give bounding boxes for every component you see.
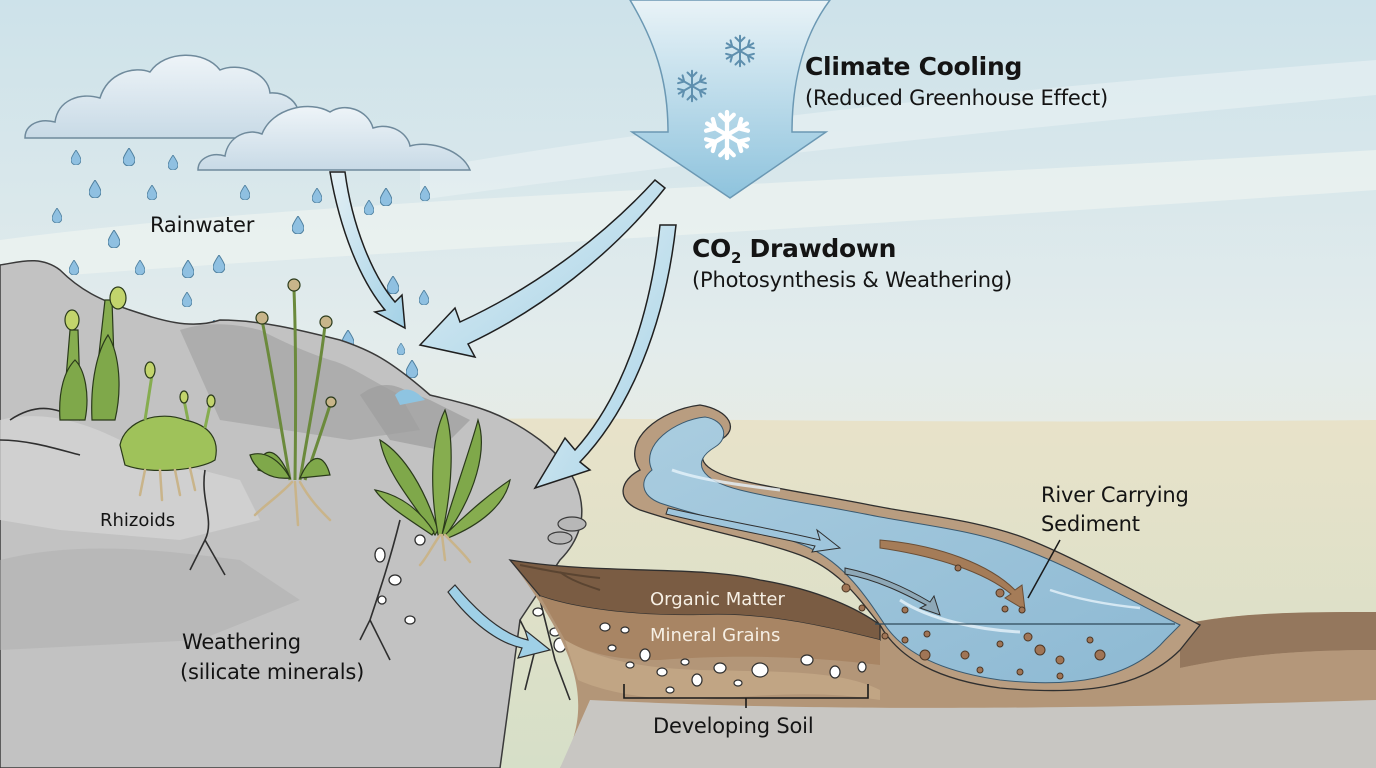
- climate-cooling-subtitle: (Reduced Greenhouse Effect): [805, 86, 1109, 110]
- co2-drawdown-title: CO2 Drawdown: [692, 234, 896, 267]
- weathering-label: Weathering: [182, 630, 301, 654]
- curved-arrow-icon: [329, 171, 406, 330]
- river-icon: [622, 404, 1202, 692]
- curved-arrow-icon: [418, 178, 667, 359]
- rhizoids-label: Rhizoids: [100, 510, 176, 531]
- rock-cracks: [0, 407, 571, 701]
- sediment-label: Sediment: [1041, 512, 1140, 536]
- pebbles: [547, 516, 587, 545]
- organic-matter-label: Organic Matter: [650, 589, 785, 610]
- plant-icon: [59, 278, 511, 539]
- rainwater-label: Rainwater: [150, 213, 255, 237]
- curved-arrow-icon: [447, 584, 552, 659]
- roots-in-soil: [519, 564, 601, 591]
- co2-suffix: Drawdown: [741, 234, 897, 263]
- weathering-sublabel: (silicate minerals): [180, 660, 365, 684]
- developing-soil-bracket: [623, 684, 869, 708]
- roots: [138, 466, 472, 567]
- rock-icon: [0, 260, 583, 768]
- sediment-particles: [841, 564, 1106, 680]
- co2-subscript: 2: [731, 249, 742, 267]
- mineral-grains-label: Mineral Grains: [650, 625, 781, 646]
- river-leader-line: [1027, 539, 1061, 599]
- down-arrow-icon: [629, 0, 831, 199]
- rock-fragments: [374, 534, 567, 653]
- curved-arrow-icon: [533, 224, 677, 490]
- climate-cooling-title: Climate Cooling: [805, 52, 1023, 81]
- developing-soil-label: Developing Soil: [653, 714, 814, 738]
- mineral-grains: [599, 622, 867, 694]
- co2-drawdown-subtitle: (Photosynthesis & Weathering): [692, 268, 1012, 292]
- cloud-icon: [197, 105, 472, 171]
- cloud-icon: [24, 54, 299, 139]
- co2-prefix: CO: [692, 234, 731, 263]
- river-label: River Carrying: [1041, 483, 1189, 507]
